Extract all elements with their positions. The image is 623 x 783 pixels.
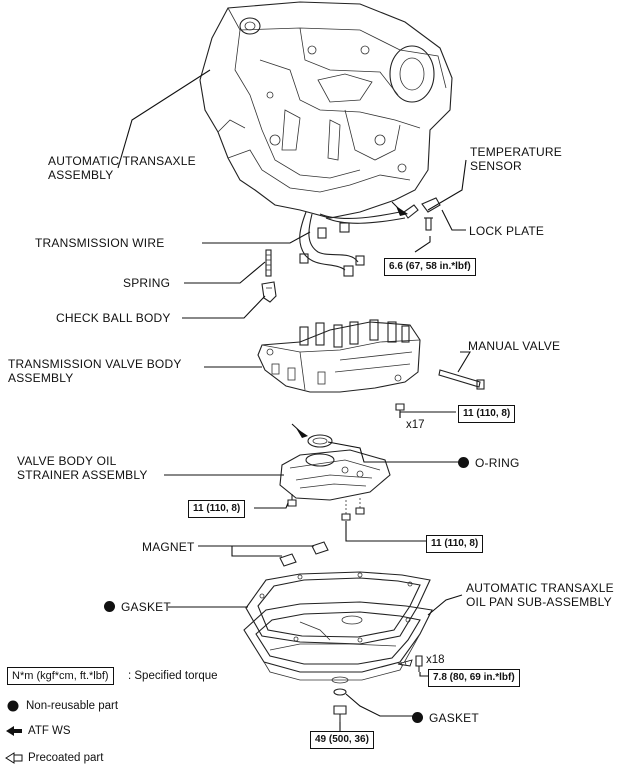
label-transmission-valve-body-assembly: TRANSMISSION VALVE BODY ASSEMBLY — [8, 357, 182, 385]
oil-strainer-drawing — [279, 449, 391, 501]
label-gasket-drain: GASKET — [412, 711, 479, 725]
legend-atf-ws: ATF WS — [28, 725, 71, 737]
legend-precoated: Precoated part — [28, 752, 104, 764]
torque-box-drain-plug: 49 (500, 36) — [310, 731, 374, 749]
atf-ws-arrow-icon — [6, 726, 14, 736]
label-valve-body-oil-strainer-assembly: VALVE BODY OIL STRAINER ASSEMBLY — [17, 454, 148, 482]
manual-valve-drawing — [438, 369, 485, 390]
leader-lines — [117, 69, 471, 733]
torque-box-strainer-left: 11 (110, 8) — [188, 500, 246, 518]
torque-box-valve-body: 11 (110, 8) — [458, 405, 516, 423]
legend-non-reusable: Non-reusable part — [26, 700, 119, 712]
count-valve-body-bolts: x17 — [406, 419, 425, 431]
label-oil-pan-sub-assembly: AUTOMATIC TRANSAXLE OIL PAN SUB-ASSEMBLY — [466, 581, 614, 609]
torque-box-oil-pan: 7.8 (80, 69 in.*lbf) — [428, 669, 520, 687]
label-lock-plate: LOCK PLATE — [469, 224, 545, 238]
spring-drawing — [265, 249, 272, 277]
valve-body-drawing — [257, 319, 421, 393]
label-check-ball-body: CHECK BALL BODY — [56, 311, 171, 325]
label-o-ring: O-RING — [458, 456, 520, 470]
temperature-sensor-drawing — [403, 197, 441, 231]
non-reusable-dot-icon — [7, 700, 19, 712]
label-manual-valve: MANUAL VALVE — [468, 339, 561, 353]
label-automatic-transaxle-assembly: AUTOMATIC TRANSAXLE ASSEMBLY — [48, 154, 196, 182]
check-ball-body-drawing — [261, 281, 277, 303]
o-ring-drawing — [291, 423, 333, 448]
count-oil-pan-bolts: x18 — [426, 654, 445, 666]
pan-gasket-drawing — [245, 571, 431, 645]
label-magnet: MAGNET — [142, 540, 195, 554]
legend-torque-desc: : Specified torque — [128, 670, 218, 682]
magnets-drawing — [279, 541, 329, 567]
label-transmission-wire: TRANSMISSION WIRE — [35, 236, 165, 250]
transaxle-housing-drawing — [199, 1, 453, 219]
non-reusable-dot-icon — [458, 457, 469, 468]
legend-icons — [5, 700, 23, 764]
atf-arrow-sensor — [391, 201, 408, 216]
legend-torque-box: N*m (kgf*cm, ft.*lbf) — [7, 667, 114, 685]
torque-box-strainer-right: 11 (110, 8) — [426, 535, 484, 553]
label-spring: SPRING — [123, 276, 171, 290]
torque-box-temp-sensor: 6.6 (67, 58 in.*lbf) — [384, 258, 476, 276]
oil-pan-drawing — [243, 601, 433, 684]
precoated-arrow-icon — [5, 752, 15, 764]
non-reusable-dot-icon — [104, 601, 115, 612]
oil-pan-bolt-drawing — [397, 655, 423, 672]
non-reusable-dot-icon — [412, 712, 423, 723]
label-temperature-sensor: TEMPERATURE SENSOR — [470, 145, 562, 173]
drain-plug-drawing — [333, 688, 347, 722]
transmission-wire-drawing — [299, 211, 406, 277]
label-gasket-pan: GASKET — [104, 600, 171, 614]
